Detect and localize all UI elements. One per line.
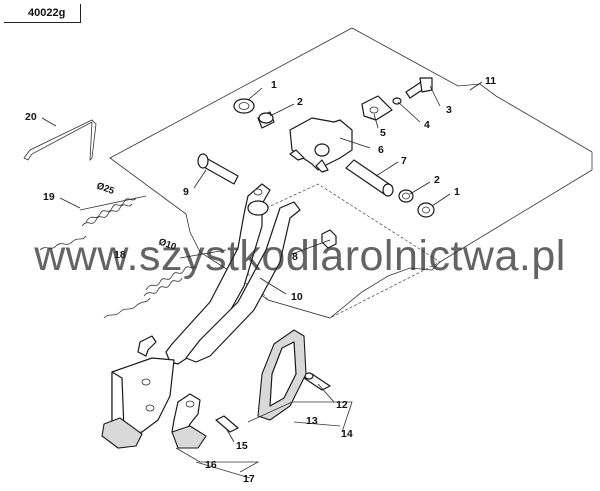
callout-19: 19 (43, 191, 55, 203)
part-20-wire (23, 119, 97, 162)
base-block (101, 357, 175, 449)
part-12-pin (303, 372, 331, 391)
callout-13: 13 (306, 415, 318, 427)
callout-3: 3 (446, 104, 452, 116)
callout-14: 14 (341, 428, 353, 440)
part-18-spring (103, 249, 227, 319)
part-1-ring-lower (417, 202, 435, 218)
part-19-spring (39, 195, 147, 251)
callout-9: 9 (183, 186, 189, 198)
callout-18: 18 (114, 249, 126, 261)
callout-15: 15 (236, 440, 248, 452)
part-2-bushing-top (257, 111, 275, 129)
part-3-bolt (405, 77, 433, 99)
part-9-bolt (197, 153, 239, 185)
dimension-d25: Ø25 (95, 180, 116, 197)
part-1-ring-top (233, 98, 255, 114)
callout-12: 12 (336, 399, 348, 411)
part-15-pin (215, 415, 239, 433)
callout-5: 5 (380, 127, 386, 139)
part-2-bushing-lower (398, 189, 414, 203)
part-5-nut (361, 95, 393, 121)
callout-2-top: 2 (297, 96, 303, 108)
diagram-code-frame (4, 4, 81, 23)
part-8-nut (321, 229, 337, 249)
callout-11: 11 (485, 75, 496, 87)
assembly-outline-11 (109, 27, 593, 319)
part-16-claw (171, 393, 207, 449)
callout-2-lower: 2 (434, 174, 440, 186)
callout-1-lower: 1 (454, 186, 460, 198)
watermark-text: www.szystkodlarolnictwa.pl (34, 232, 566, 280)
part-7-pin (345, 159, 394, 197)
callout-16: 16 (205, 459, 217, 471)
part-10-arm (165, 183, 301, 365)
callout-6: 6 (378, 144, 384, 156)
arm-hook (137, 335, 157, 357)
callout-7: 7 (401, 155, 407, 167)
callout-17: 17 (243, 473, 255, 485)
diagram-code: 40022g (28, 7, 66, 19)
part-13-plate (257, 329, 307, 421)
part-6-bracket (289, 117, 353, 173)
callout-20: 20 (25, 111, 37, 123)
leader-lines (41, 81, 483, 479)
callout-4: 4 (424, 119, 430, 131)
callout-8: 8 (292, 251, 298, 263)
callout-1-top: 1 (271, 79, 277, 91)
callout-10: 10 (291, 291, 303, 303)
